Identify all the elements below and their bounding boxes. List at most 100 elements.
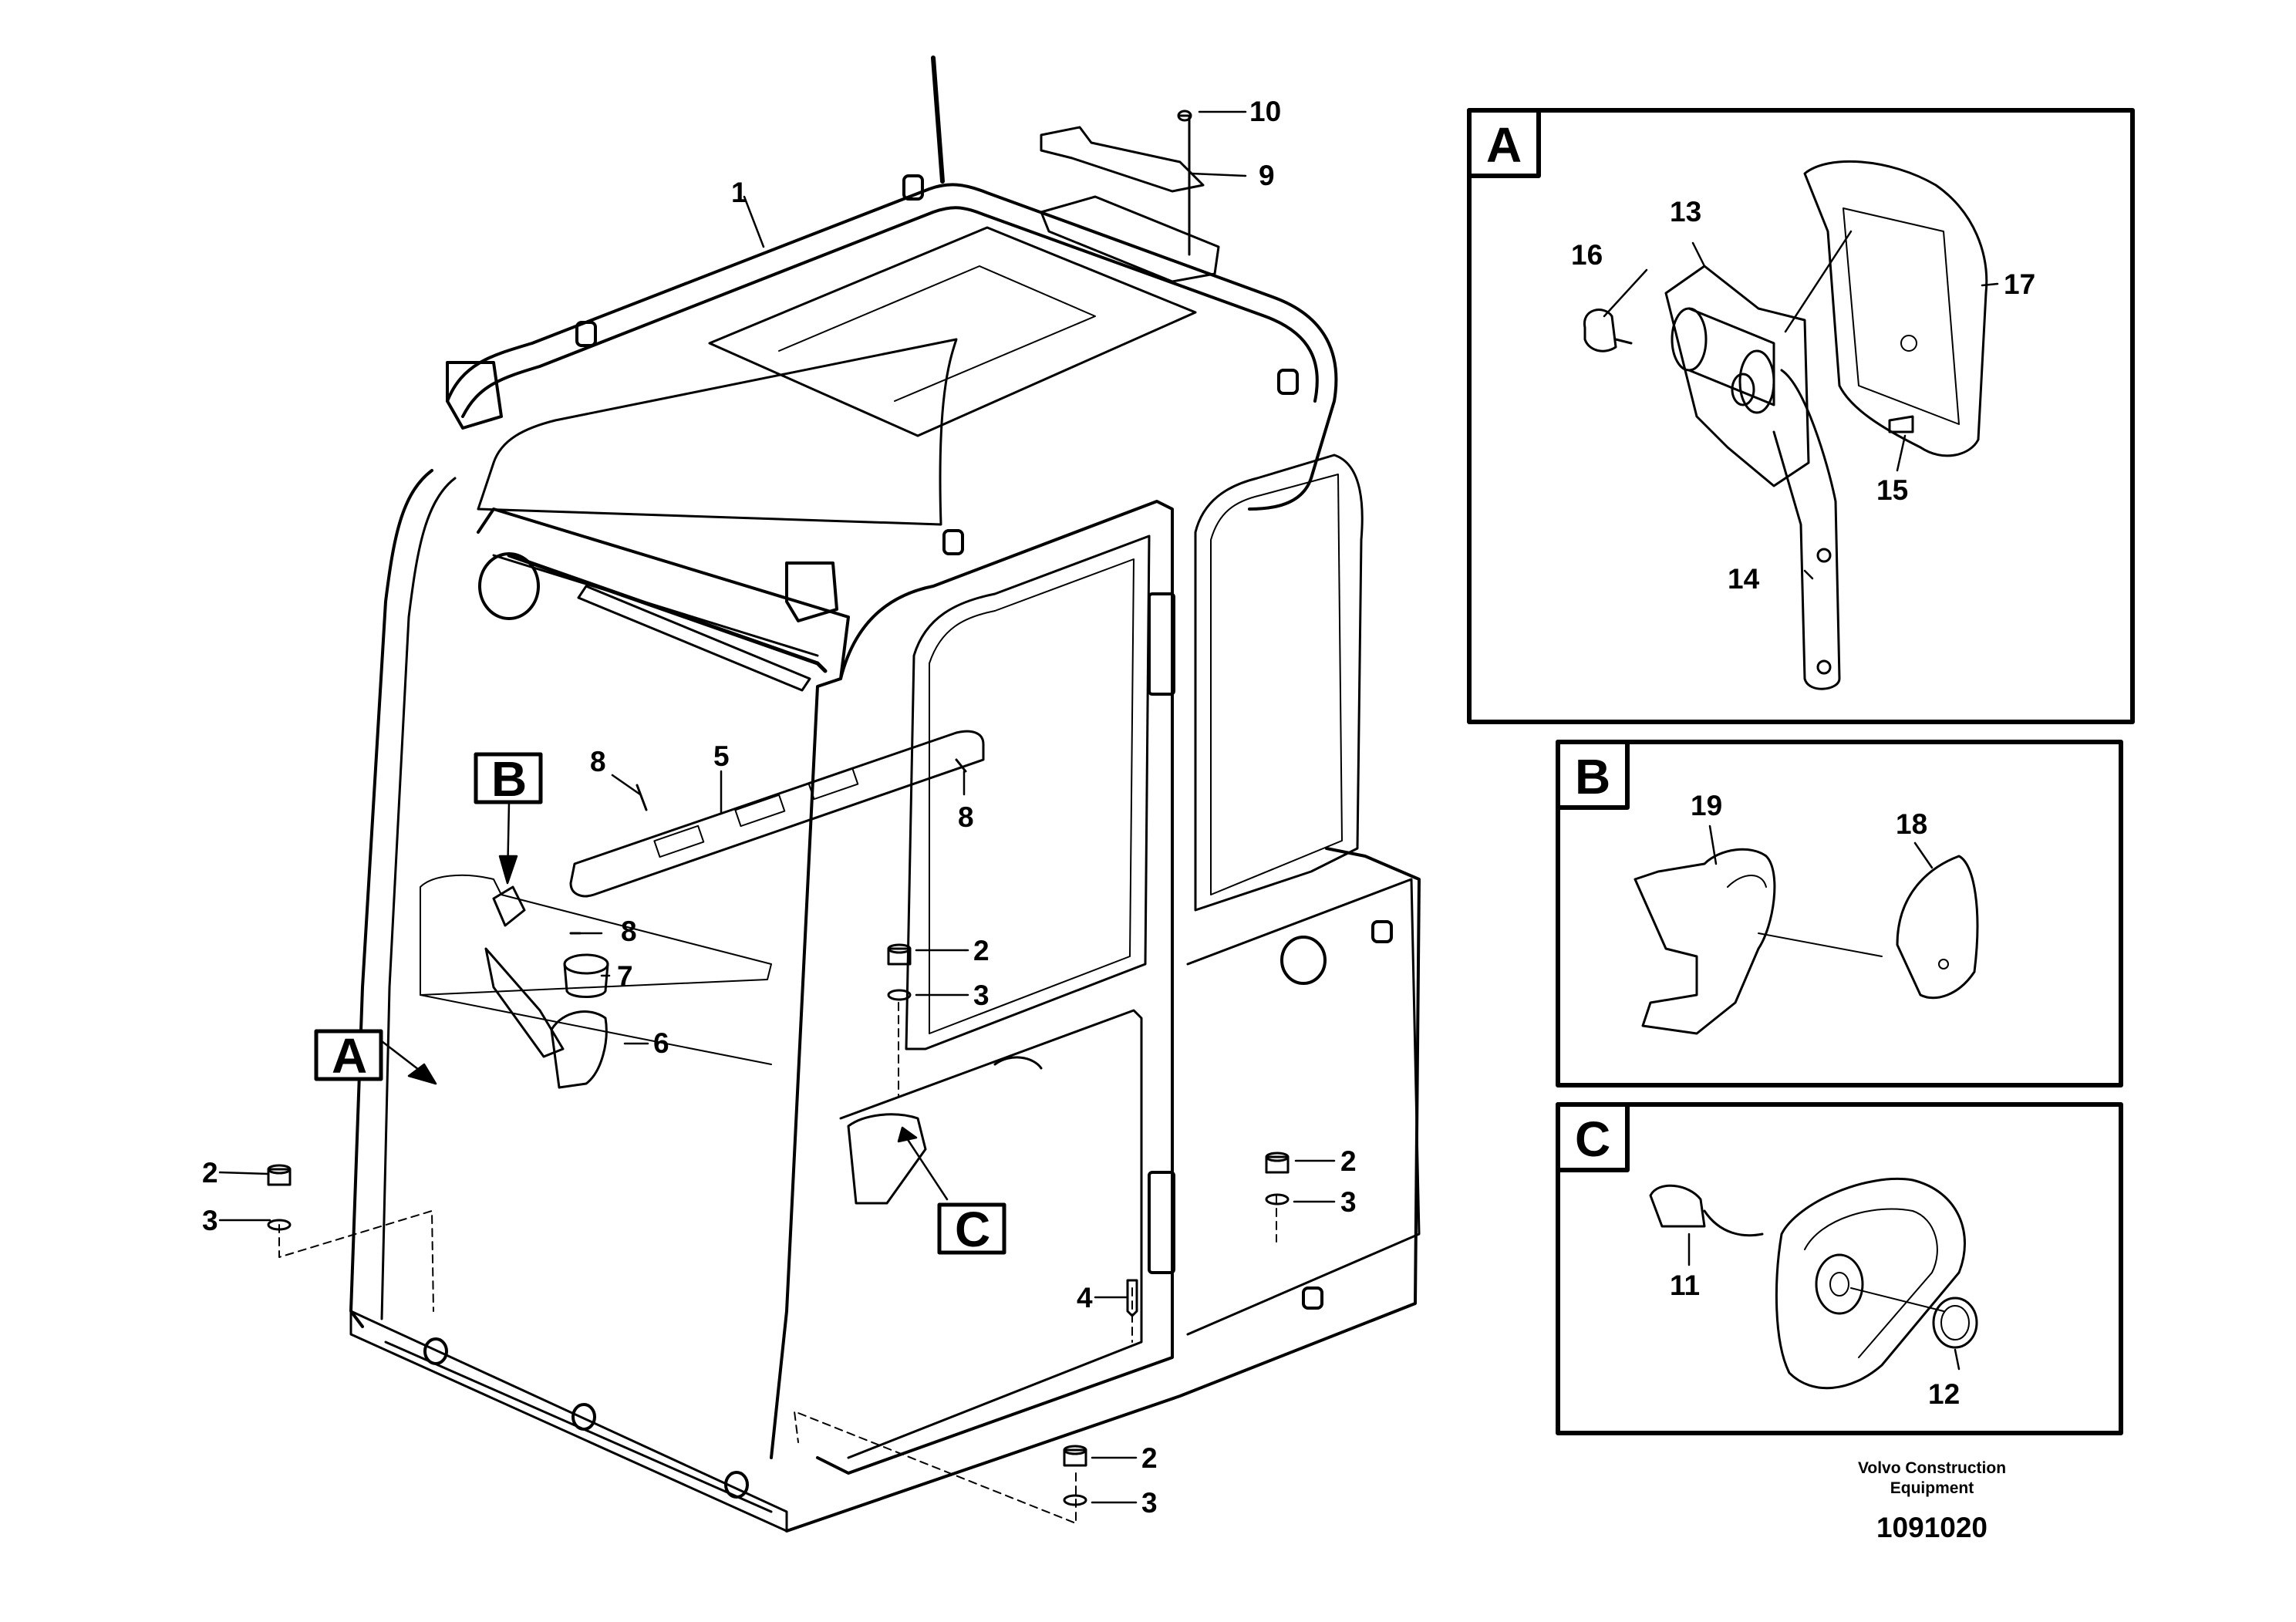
- brand-line-2: Equipment: [1890, 1479, 1974, 1497]
- roof-hatch: [708, 226, 1197, 437]
- detail-panel-b: [1556, 740, 2123, 1088]
- panel-a-tag: [1467, 108, 1541, 178]
- nut-washer-right: [1265, 1152, 1290, 1206]
- callout-15: 15: [1876, 474, 1908, 506]
- callout-3-bottom: 3: [1141, 1487, 1158, 1519]
- callout-12: 12: [1928, 1378, 1960, 1410]
- main-label-a: A: [332, 1028, 367, 1084]
- body-mount: [1371, 920, 1393, 943]
- callout-13: 13: [1670, 196, 1701, 228]
- roof-pad: [1277, 369, 1299, 395]
- roof-pad: [575, 321, 597, 347]
- callout-18: 18: [1896, 808, 1927, 840]
- work-light-left: [446, 361, 503, 430]
- door-hinge: [1148, 592, 1175, 696]
- callout-labels: 1 10 9 5 8 8 8 7 6 2 3 2 3 2 3 4 2 3 13 …: [202, 96, 2035, 1519]
- base-mount: [571, 1403, 596, 1431]
- callout-9: 9: [1259, 160, 1275, 191]
- callout-2-center: 2: [973, 935, 990, 966]
- callout-5: 5: [713, 740, 730, 772]
- rear-body-panel: [1186, 878, 1421, 1336]
- cab-roof-inner: [461, 206, 1319, 418]
- interior-panel: [420, 874, 772, 996]
- wiper-blade: [577, 585, 811, 692]
- panel-label-a: A: [1486, 117, 1522, 173]
- callout-2-right: 2: [1340, 1145, 1357, 1177]
- callout-11: 11: [1670, 1270, 1700, 1301]
- detail-panel-c: [1556, 1102, 2123, 1435]
- panel-b-frame: [1556, 740, 2123, 1088]
- panel-a-frame: [1467, 108, 2135, 724]
- base-mount: [724, 1471, 749, 1499]
- main-detail-labels: [314, 752, 1006, 1255]
- callout-17: 17: [2004, 268, 2035, 300]
- callout-8-left: 8: [590, 746, 606, 777]
- grab-handle: [569, 730, 985, 898]
- hardware-glyphs: [267, 110, 1290, 1506]
- main-label-c: C: [955, 1202, 990, 1257]
- rooftop-box: [1040, 195, 1220, 283]
- callout-3-center: 3: [973, 980, 990, 1011]
- hinge-plate: [1664, 265, 1810, 487]
- arm-item-14: [1772, 369, 1841, 690]
- callout-4: 4: [1077, 1282, 1093, 1313]
- detail-panel-a: [1467, 108, 2135, 724]
- panel-c-frame: [1556, 1102, 2123, 1435]
- wiper-arm: [507, 553, 828, 673]
- label-box-c: [937, 1202, 1006, 1255]
- nut-washer-bottom: [1063, 1445, 1087, 1506]
- callout-16: 16: [1571, 239, 1603, 271]
- plate-item-18: [1896, 855, 1979, 1000]
- screw-item-4: [1126, 1279, 1138, 1317]
- cab-door-frame: [816, 500, 1174, 1475]
- callout-3-right: 3: [1340, 1186, 1357, 1218]
- rear-mirror: [550, 1010, 608, 1089]
- roof-pad: [902, 174, 924, 201]
- wiper-motor-cover: [478, 552, 540, 620]
- hook-item-19: [1633, 848, 1776, 1035]
- callout-14: 14: [1728, 563, 1760, 595]
- antenna: [931, 56, 945, 184]
- door-hinge: [1148, 1171, 1175, 1274]
- brand-line-1: Volvo Construction: [1858, 1459, 2006, 1477]
- roof-pad: [942, 529, 964, 555]
- panel-b-tag: [1556, 740, 1630, 810]
- bracket-item-9: [1040, 126, 1205, 193]
- ring-item-12: [1932, 1297, 1978, 1349]
- door-window: [905, 534, 1151, 1050]
- door-handle-recess: [847, 1113, 927, 1205]
- screw-item-15: [1888, 415, 1914, 433]
- callout-8-right: 8: [958, 801, 974, 833]
- cab-side-body: [785, 847, 1421, 1533]
- coat-hook: [492, 885, 526, 927]
- door-lower-panel: [839, 1009, 1143, 1459]
- cap-item-16: [1583, 309, 1617, 352]
- front-pillar-left: [349, 469, 433, 1328]
- panel-label-b: B: [1575, 749, 1610, 804]
- rear-mirror-arm: [484, 947, 565, 1058]
- work-light-front: [785, 561, 838, 622]
- label-box-b: [474, 752, 543, 804]
- callout-2-bottom: 2: [1141, 1442, 1158, 1474]
- pad-item-17: [1803, 160, 1988, 457]
- cab-illustration: [349, 56, 1421, 1533]
- leader-lines: [218, 110, 1336, 1504]
- grab-handle-slot: [807, 767, 859, 801]
- callout-8-lower: 8: [621, 916, 637, 947]
- panel-label-c: C: [1575, 1111, 1610, 1167]
- body-mount: [1302, 1286, 1323, 1310]
- footer-block: Volvo Construction Equipment 1091020: [1858, 1459, 2006, 1543]
- grab-handle-slot: [653, 824, 705, 858]
- callout-6: 6: [653, 1027, 669, 1059]
- base-mount: [423, 1337, 448, 1365]
- grab-handle-slot: [734, 794, 786, 828]
- callout-3-left: 3: [202, 1205, 218, 1236]
- callout-1: 1: [731, 177, 747, 208]
- side-window: [1194, 454, 1364, 912]
- screw-item-10: [1178, 114, 1191, 256]
- switch-item-11: [1649, 1184, 1706, 1228]
- detail-letter-labels: B A C A B C: [332, 117, 1610, 1257]
- callout-2-left: 2: [202, 1157, 218, 1189]
